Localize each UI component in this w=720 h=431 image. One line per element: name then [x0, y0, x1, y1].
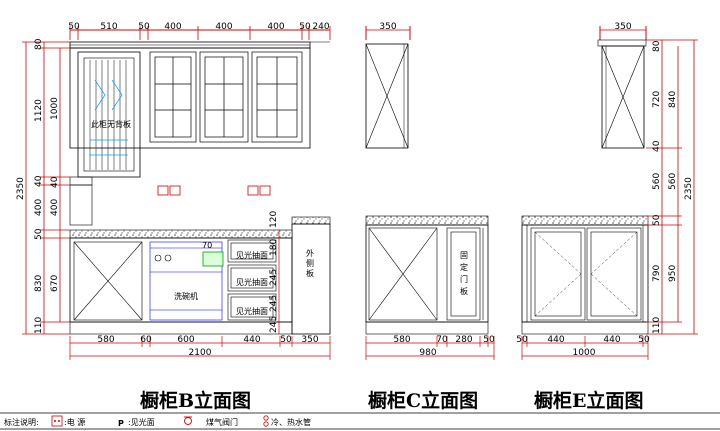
legend-item-1: :见光面	[128, 417, 155, 427]
dim-b-left-1-0: 80	[34, 38, 44, 50]
dim-b-left-2-0: 1000	[50, 97, 60, 120]
dim-b-right-3: 245	[269, 316, 279, 333]
legend-item-2: 煤气阀门	[206, 417, 238, 427]
elevation-e: 350 80 720 40 560 50 790	[516, 22, 698, 412]
dim-c-top: 350	[379, 22, 396, 32]
dim-b-bottom-4: 50	[280, 335, 292, 345]
dim-e-right-outer: 2350	[684, 177, 694, 200]
drawer-label-3: 见光抽面	[236, 306, 268, 316]
dim-b-left-1-4: 50	[34, 228, 44, 240]
drawer-label-1: 见光抽面	[236, 250, 268, 260]
dim-b-total: 2100	[189, 348, 212, 358]
pipe-icon	[263, 415, 269, 427]
outlet-icon	[51, 415, 63, 427]
dim-c-bottom-0: 580	[393, 335, 410, 345]
dim-e-right-1-1: 720	[652, 91, 662, 108]
dim-b-left-2-3: 670	[50, 275, 60, 292]
dim-b-top-7: 240	[312, 22, 329, 32]
title-c: 橱柜C立面图	[367, 389, 478, 412]
dim-b-top-6: 50	[299, 22, 311, 32]
pipe-icon	[154, 254, 172, 262]
title-b: 橱柜B立面图	[139, 389, 251, 412]
dim-b-top-1: 510	[100, 22, 117, 32]
dim-e-bottom-2: 440	[603, 335, 620, 345]
dim-e-right-2-2: 950	[668, 265, 678, 282]
valve-icon	[184, 416, 192, 425]
dim-e-right-2-1: 560	[668, 173, 678, 190]
dim-e-right-1-6: 110	[652, 317, 662, 334]
elevation-b: 50 510 50 400 400 400 50 240 此柜无背板	[16, 22, 331, 412]
dim-b-top-3: 400	[164, 22, 181, 32]
dim-c-bottom-1: 70	[436, 335, 448, 345]
dim-b-top-0: 50	[68, 22, 80, 32]
dim-e-bottom-1: 440	[547, 335, 564, 345]
dim-e-top: 350	[614, 22, 631, 32]
dim-e-right-1-4: 50	[652, 214, 662, 226]
dim-e-bottom-0: 50	[516, 335, 528, 345]
elevation-c: 350 固定门板 580 70 280 50 980 橱柜C立面图	[365, 22, 495, 412]
dim-b-left-outer: 2350	[16, 177, 26, 200]
dim-b-bottom-2: 600	[177, 335, 194, 345]
label-dishwasher: 洗碗机	[174, 291, 198, 301]
legend-item-3: 冷、热水管	[271, 417, 311, 427]
title-e: 橱柜E立面图	[533, 389, 643, 412]
dim-b-bottom-1: 60	[140, 335, 152, 345]
dim-c-bottom-2: 280	[455, 335, 472, 345]
dim-e-right-1-5: 790	[652, 265, 662, 282]
dim-b-right-0: 180	[269, 239, 279, 256]
dim-c-bottom-3: 50	[483, 335, 495, 345]
dim-b-bottom-3: 440	[243, 335, 260, 345]
label-mark-70: 70	[202, 241, 212, 250]
dim-b-left-2-1: 40	[50, 176, 60, 188]
legend: 标注说明: :电 源 P :见光面 煤气阀门 冷、热水管	[0, 412, 720, 430]
dim-b-left-1-5: 830	[34, 275, 44, 292]
dim-e-bottom-3: 50	[638, 335, 650, 345]
label-outer-side-panel: 外侧板	[306, 248, 314, 278]
legend-item-0: :电 源	[64, 417, 85, 427]
dim-b-left-1-6: 110	[34, 317, 44, 334]
dim-b-top-4: 400	[215, 22, 232, 32]
legend-symbol-p: P	[118, 419, 124, 428]
dim-e-right-1-3: 560	[652, 173, 662, 190]
dim-e-right-2-0: 840	[668, 91, 678, 108]
dim-b-right-4: 120	[269, 211, 279, 228]
dim-b-left-1-1: 1120	[34, 99, 44, 122]
dim-b-right-1: 245	[269, 269, 279, 286]
dim-e-right-1-0: 80	[652, 40, 662, 52]
dim-c-total: 980	[419, 348, 436, 358]
label-fixed-door-panel: 固定门板	[460, 251, 468, 296]
dim-e-right-1-2: 40	[652, 140, 662, 152]
dim-b-top-2: 50	[138, 22, 150, 32]
dim-b-bottom-5: 350	[301, 335, 318, 345]
dim-e-total: 1000	[573, 348, 596, 358]
outlet-icon	[157, 185, 271, 196]
dim-b-bottom-0: 580	[97, 335, 114, 345]
dim-b-left-1-2: 40	[34, 175, 44, 187]
dim-b-left-2-2: 400	[50, 199, 60, 216]
dim-b-right-2: 245	[269, 295, 279, 312]
dim-b-left-1-3: 400	[34, 199, 44, 216]
label-sink-cabinet-no-back: 此柜无背板	[91, 119, 131, 129]
dim-b-top-5: 400	[267, 22, 284, 32]
drawer-label-2: 见光抽面	[236, 277, 268, 287]
legend-title: 标注说明:	[4, 417, 39, 427]
